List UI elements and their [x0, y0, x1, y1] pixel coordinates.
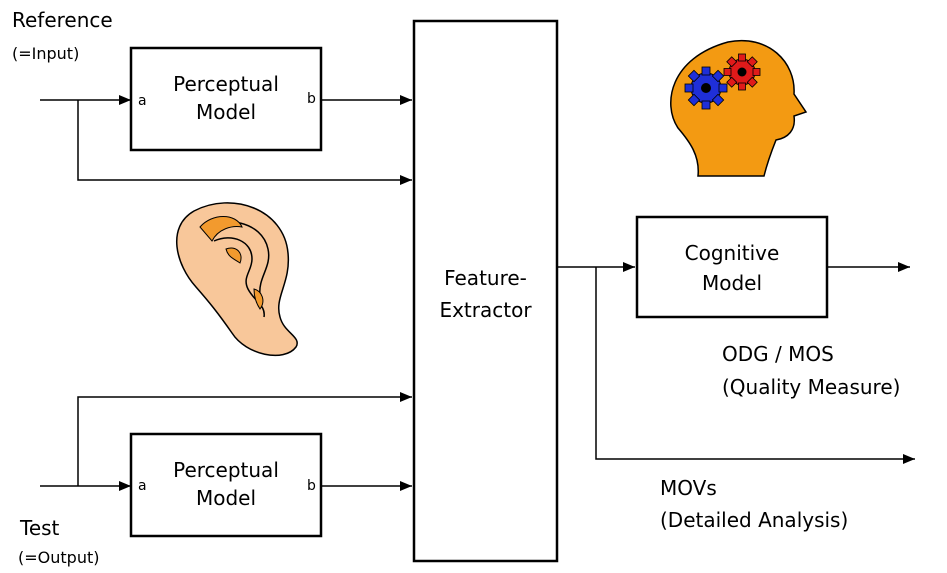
ear-icon [175, 202, 298, 357]
test-label: Test [20, 516, 60, 540]
reference-bypass-line [77, 100, 412, 185]
feature-extractor-line2: Extractor [439, 298, 532, 322]
perceptual-top-line1: Perceptual [173, 72, 279, 96]
perceptual-model-top-text: Perceptual Model [131, 70, 321, 126]
perceptual-top-line2: Model [195, 100, 257, 124]
perceptual-bottom-port-a: a [138, 478, 147, 494]
perceptual-model-bottom-text: Perceptual Model [131, 456, 321, 512]
perceptual-bottom-line2: Model [195, 486, 257, 510]
perceptual-model-top-box [129, 46, 323, 152]
perceptual-model-bottom-box [129, 432, 323, 538]
odg-sublabel: (Quality Measure) [722, 375, 901, 399]
movs-output-line [595, 267, 915, 464]
odg-label: ODG / MOS [722, 342, 834, 366]
cognitive-line2: Model [701, 271, 763, 295]
connection-lines [40, 95, 915, 491]
test-sublabel: (=Output) [18, 548, 100, 567]
cognitive-line1: Cognitive [684, 241, 780, 265]
test-bypass-line [77, 392, 412, 486]
perceptual-bottom-port-b: b [307, 478, 316, 494]
feature-extractor-text: Feature- Extractor [414, 262, 557, 326]
reference-label: Reference [12, 8, 113, 32]
perceptual-bottom-line1: Perceptual [173, 458, 279, 482]
reference-sublabel: (=Input) [12, 44, 80, 63]
perceptual-top-port-a: a [138, 93, 147, 109]
head-gears-icon [670, 39, 808, 177]
feature-extractor-line1: Feature- [444, 266, 527, 290]
feature-extractor-box [412, 19, 559, 563]
cognitive-model-text: Cognitive Model [637, 238, 827, 298]
movs-sublabel: (Detailed Analysis) [660, 508, 849, 532]
movs-label: MOVs [660, 476, 717, 500]
perceptual-top-port-b: b [307, 91, 316, 107]
